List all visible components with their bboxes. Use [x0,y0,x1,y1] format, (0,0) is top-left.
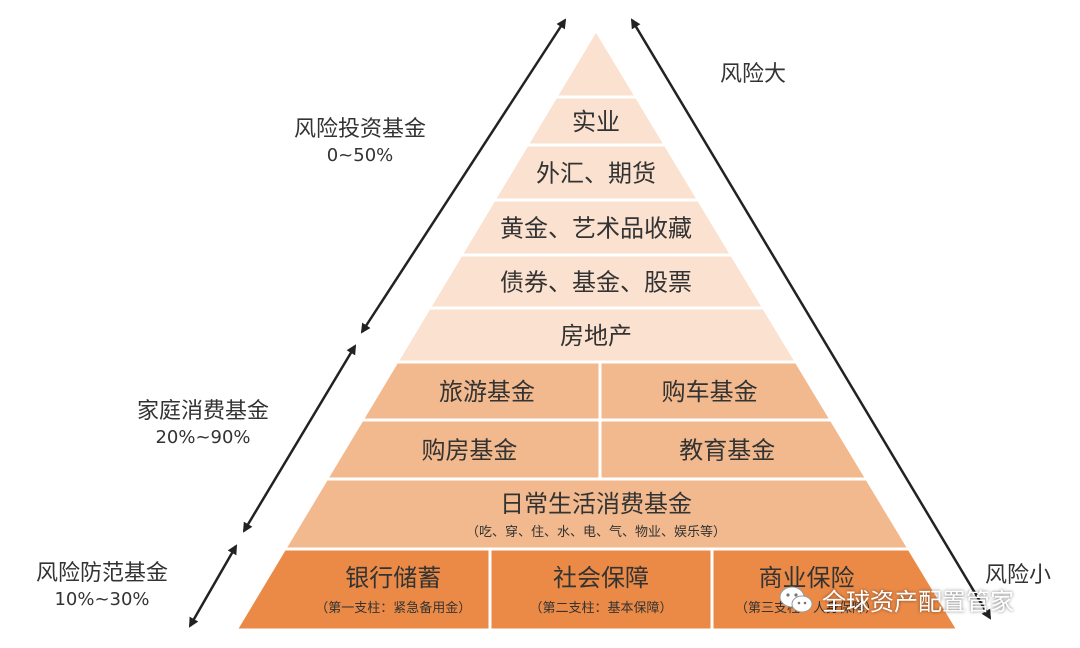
daily-living-label: 日常生活消费基金 [500,490,692,518]
risk-prevention-label: 风险防范基金 10%~30% [12,560,192,612]
daily-living-sublabel: （吃、穿、住、水、电、气、物业、娱乐等） [466,524,726,540]
middle-band-right-label: 购车基金 [662,378,758,406]
top-band-label: 实业 [572,108,620,136]
risk-investment-percent: 0~50% [326,145,394,166]
pillar-sublabel: （第二支柱：基本保障） [529,601,672,616]
middle-band [323,418,870,481]
middle-band [359,360,834,422]
double-arrow [188,544,238,628]
double-arrow [360,18,567,334]
top-band-label: 黄金、艺术品收藏 [500,215,692,243]
middle-band-right-label: 教育基金 [679,437,775,465]
risk-prevention-percent: 10%~30% [54,589,150,610]
low-risk-label: 风险小 [985,563,1052,588]
risk-prevention-title: 风险防范基金 [35,561,168,586]
double-arrow [630,18,992,620]
high-risk-label: 风险大 [720,62,787,87]
pyramid-apex [553,27,640,99]
watermark-text: 全球资产配置管家 [822,588,1014,616]
family-consumption-percent: 20%~90% [155,427,251,448]
risk-investment-label: 风险投资基金 0~50% [270,116,450,168]
middle-band-left-label: 购房基金 [421,437,517,465]
pillar-sublabel: （第一支柱：紧急备用金） [315,600,471,616]
double-arrow [242,344,357,533]
family-consumption-label: 家庭消费基金 20%~90% [113,398,293,450]
family-consumption-title: 家庭消费基金 [136,399,269,424]
wechat-icon [779,586,813,612]
top-band-label: 债券、基金、股票 [500,269,692,297]
pillar-label: 银行储蓄 [345,564,441,592]
pillar-label: 社会保障 [553,564,649,592]
top-band-label: 外汇、期货 [536,160,656,188]
middle-band-left-label: 旅游基金 [439,378,535,406]
watermark: 全球资产配置管家 [778,582,1014,617]
risk-investment-title: 风险投资基金 [293,117,426,142]
top-band-label: 房地产 [560,322,632,350]
